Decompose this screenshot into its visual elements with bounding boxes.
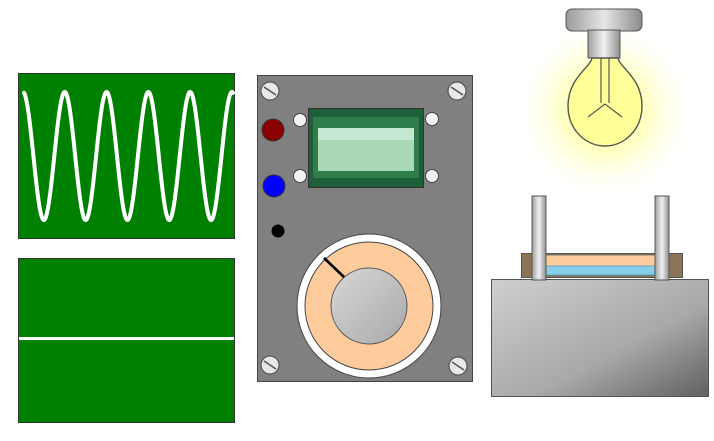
indicator-dot [271, 224, 285, 238]
oscilloscope-bottom [18, 258, 235, 423]
terminal-right-bottom [425, 169, 439, 183]
terminal-left-bottom [293, 169, 307, 183]
scope-bottom-screen [18, 258, 235, 423]
bulb-filament [587, 58, 623, 118]
display-screen-highlight [318, 128, 414, 140]
stand-post-right [654, 195, 670, 281]
terminal-left-top [293, 113, 307, 127]
signal-generator [257, 75, 473, 382]
terminal-right-top [425, 112, 439, 126]
sample-stand [491, 195, 709, 397]
sine-wave-trace [22, 89, 235, 223]
bulb-socket [587, 29, 621, 59]
light-bulb [513, 8, 697, 202]
sample-film [545, 265, 656, 276]
stand-post-left [531, 195, 547, 281]
screw-icon [260, 355, 280, 375]
dial-pointer [323, 257, 345, 278]
bulb-glass [567, 57, 643, 147]
stand-base [491, 279, 709, 397]
screw-icon [448, 356, 468, 376]
red-button[interactable] [261, 118, 285, 142]
oscilloscope-top [18, 73, 235, 239]
blue-button[interactable] [262, 174, 286, 198]
ceiling-fixture [565, 8, 643, 32]
dial-knob[interactable] [330, 267, 408, 345]
screw-icon [260, 81, 280, 101]
screw-icon [447, 81, 467, 101]
